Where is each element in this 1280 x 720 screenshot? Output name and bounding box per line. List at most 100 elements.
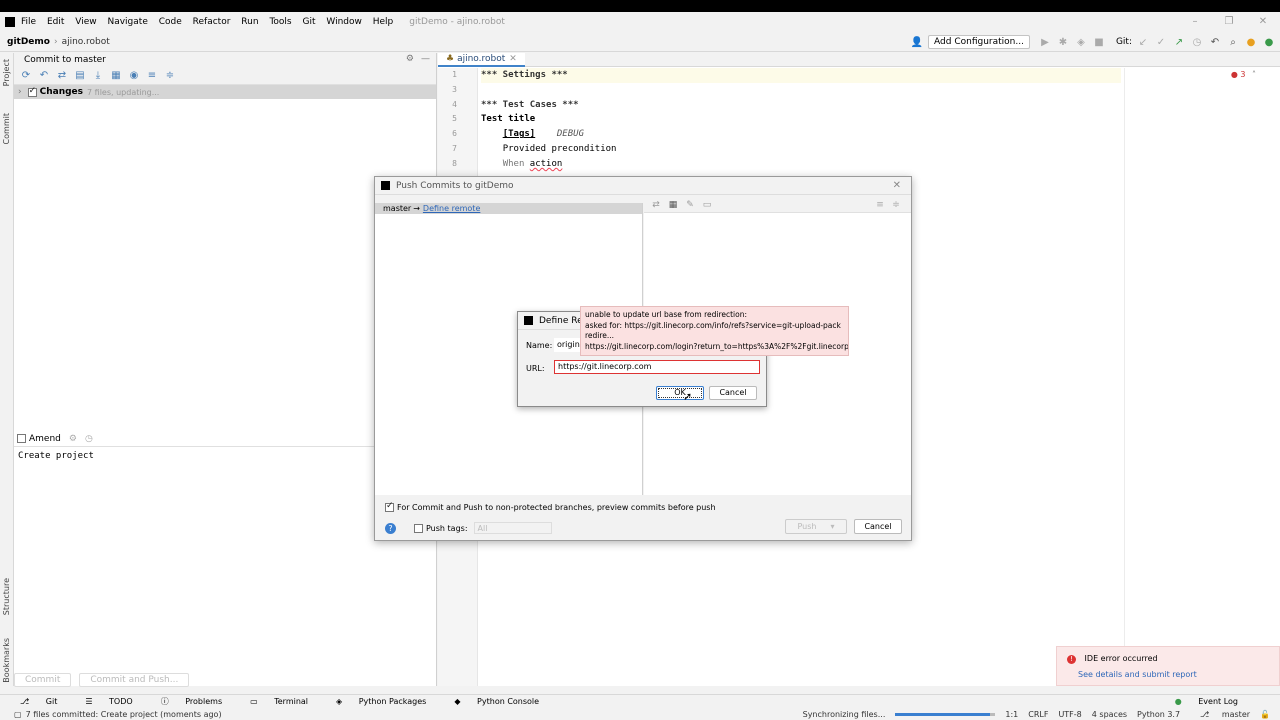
cursor-position[interactable]: 1:1 [1005,709,1019,719]
error-count-indicator[interactable]: ● 3 ˄ [1231,70,1256,79]
stop-icon[interactable]: ■ [1094,36,1104,48]
commit-tool-tab[interactable]: Commit [2,113,11,145]
submit-report-link[interactable]: See details and submit report [1078,670,1197,679]
menu-edit[interactable]: Edit [46,17,65,27]
menu-file[interactable]: File [21,17,37,27]
add-configuration-button[interactable]: Add Configuration... [928,35,1030,49]
shelve-icon[interactable]: ▤ [75,70,85,81]
menu-window[interactable]: Window [326,17,362,27]
push-tags-select[interactable]: All [473,522,552,534]
git-commit-icon[interactable]: ✓ [1156,36,1166,48]
menu-run[interactable]: Run [241,17,259,27]
menu-help[interactable]: Help [372,17,394,27]
push-tags-checkbox[interactable] [414,523,423,533]
changes-checkbox[interactable] [27,86,37,97]
update-ide-icon[interactable]: ● [1246,36,1256,48]
help-icon[interactable]: ? [385,522,396,534]
amend-label[interactable]: Amend [29,433,61,444]
todo-tool-tab[interactable]: ☰ TODO [85,697,146,706]
run-icon[interactable]: ▶ [1041,36,1049,48]
preview-option-checkbox[interactable] [385,501,394,512]
git-tool-tab[interactable]: ⎇ Git [20,697,71,706]
search-icon[interactable]: ⌕ [1230,36,1236,48]
breadcrumb-file[interactable]: ajino.robot [61,36,110,47]
line-number: 6 [452,129,457,139]
code-area[interactable]: *** Settings *** *** Test Cases *** Test… [481,68,1121,172]
line-separator[interactable]: CRLF [1028,709,1049,719]
preview-icon[interactable]: ◉ [129,70,139,81]
git-update-icon[interactable]: ↙ [1138,36,1148,48]
changes-node[interactable]: › Changes 7 files, updating... [14,85,436,99]
menu-refactor[interactable]: Refactor [192,17,231,27]
commit-history-icon[interactable]: ◷ [84,433,93,444]
rollback-icon[interactable]: ↶ [39,70,49,81]
amend-checkbox[interactable] [17,434,26,443]
download-icon[interactable]: ⤓ [95,70,101,81]
menu-navigate[interactable]: Navigate [107,17,148,27]
close-icon[interactable]: ✕ [892,180,901,191]
problems-tool-tab[interactable]: ⓘ Problems [161,696,236,707]
python-interpreter[interactable]: Python 3.7 [1137,709,1181,719]
project-tool-tab[interactable]: Project [2,59,11,87]
gear-icon[interactable]: ⚙ [405,54,414,64]
menu-code[interactable]: Code [158,17,182,27]
define-remote-link[interactable]: Define remote [422,204,481,213]
save-icon[interactable]: ▭ [702,199,712,210]
minimize-icon[interactable]: – [1192,16,1198,27]
python-packages-tool-tab[interactable]: ◈ Python Packages [336,697,440,706]
maximize-icon[interactable]: ❐ [1224,16,1234,27]
plugin-icon[interactable]: ● [1264,36,1274,48]
chevron-right-icon[interactable]: › [18,87,22,97]
push-cancel-button[interactable]: Cancel [854,519,902,534]
close-tab-icon[interactable]: ✕ [509,53,517,64]
status-message[interactable]: 7 files committed: Create project (momen… [25,709,222,719]
group-by-icon[interactable]: ▦ [668,199,678,210]
hide-panel-icon[interactable]: — [421,54,430,64]
cancel-button[interactable]: Cancel [709,386,757,400]
editor-tab-ajino-robot[interactable]: ♣ ajino.robot ✕ [438,52,525,67]
indent-setting[interactable]: 4 spaces [1091,709,1128,719]
git-branch[interactable]: ⎇ master [1190,710,1250,719]
branch-row[interactable]: master → Define remote [375,203,642,214]
remote-url-input[interactable]: https://git.linecorp.com [554,360,760,374]
chevron-up-icon[interactable]: ˄ [1252,70,1256,79]
group-by-icon[interactable]: ▦ [111,70,121,81]
push-button[interactable]: Push▾ [785,519,847,534]
breadcrumb-project[interactable]: gitDemo [7,36,50,47]
commit-message-field[interactable]: Create project [18,451,94,461]
close-window-icon[interactable]: ✕ [1258,16,1268,27]
history-icon[interactable]: ◷ [1192,36,1202,48]
menu-git[interactable]: Git [302,17,316,27]
git-push-icon[interactable]: ↗ [1174,36,1184,48]
refresh-icon[interactable]: ⟳ [21,70,31,81]
collapse-all-icon[interactable]: ≑ [892,200,900,210]
menu-view[interactable]: View [75,17,97,27]
user-icon[interactable]: 👤 [910,36,924,48]
coverage-icon[interactable]: ◈ [1077,36,1085,48]
expand-all-icon[interactable]: ≡ [876,200,884,210]
collapse-all-icon[interactable]: ≑ [165,70,175,81]
lock-icon[interactable]: 🔓 [1260,709,1270,719]
structure-tool-tab[interactable]: Structure [2,578,11,616]
terminal-tool-tab[interactable]: ▭ Terminal [250,697,322,706]
diff-icon[interactable]: ⇄ [57,70,67,81]
commit-and-push-button[interactable]: Commit and Push... [79,673,190,687]
ok-button[interactable]: OK [656,386,704,400]
menu-tools[interactable]: Tools [269,17,292,27]
bookmarks-tool-tab[interactable]: Bookmarks [2,638,11,683]
push-tags-label[interactable]: Push tags: [426,523,468,533]
file-encoding[interactable]: UTF-8 [1058,709,1082,719]
preview-option-label[interactable]: For Commit and Push to non-protected bra… [397,503,716,512]
remote-name-input[interactable]: origin [554,338,580,352]
commit-button[interactable]: Commit [14,673,72,687]
edit-source-icon[interactable]: ✎ [686,199,694,210]
rollback-icon[interactable]: ↶ [1210,36,1220,48]
show-diff-icon[interactable]: ⇄ [652,199,660,210]
python-console-tool-tab[interactable]: ◆ Python Console [454,697,553,706]
debug-icon[interactable]: ✱ [1058,36,1068,48]
packages-icon: ◈ [336,697,345,706]
chevron-down-icon[interactable]: ▾ [830,522,835,531]
expand-all-icon[interactable]: ≡ [147,70,157,81]
event-log-tab[interactable]: ● Event Log [1175,697,1252,706]
commit-options-gear-icon[interactable]: ⚙ [68,433,77,444]
